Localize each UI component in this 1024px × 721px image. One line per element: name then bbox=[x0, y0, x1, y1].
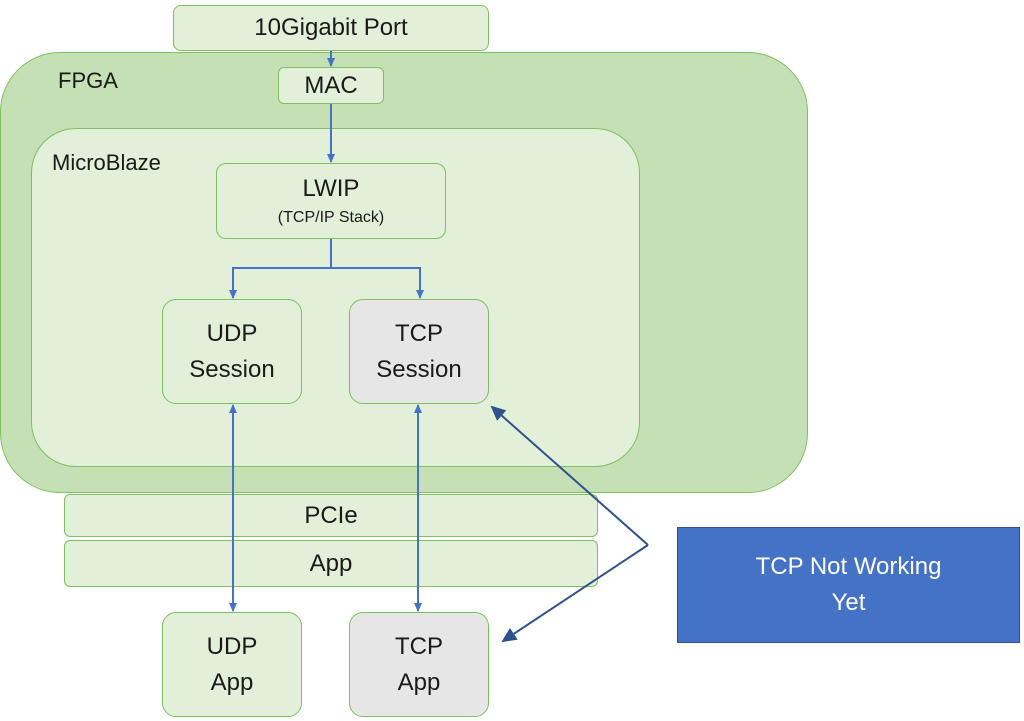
tcp-app-line2: App bbox=[397, 668, 441, 696]
callout-arrow-to-tcp-app bbox=[501, 544, 649, 643]
arrow-lwip-to-udp-session bbox=[229, 239, 332, 299]
ten-gigabit-port-box: 10Gigabit Port bbox=[173, 5, 489, 51]
udp-session-box: UDP Session bbox=[162, 299, 302, 404]
udp-app-line1: UDP bbox=[206, 632, 258, 660]
tcp-not-working-callout: TCP Not Working Yet bbox=[677, 527, 1020, 643]
callout-line2: Yet bbox=[831, 589, 866, 616]
app-bar: App bbox=[64, 540, 598, 587]
tcp-session-line2: Session bbox=[376, 355, 462, 383]
tcp-session-box: TCP Session bbox=[349, 299, 489, 404]
udp-app-box: UDP App bbox=[162, 612, 302, 717]
tcp-app-box: TCP App bbox=[349, 612, 489, 717]
tcp-session-line1: TCP bbox=[395, 319, 443, 347]
mac-box: MAC bbox=[278, 67, 384, 104]
arrow-lwip-to-tcp-session bbox=[331, 267, 424, 299]
ten-gigabit-port-label: 10Gigabit Port bbox=[254, 14, 408, 41]
lwip-box: LWIP (TCP/IP Stack) bbox=[216, 163, 446, 239]
tcp-app-line1: TCP bbox=[395, 632, 443, 660]
microblaze-label: MicroBlaze bbox=[52, 150, 161, 175]
lwip-label: LWIP bbox=[302, 175, 360, 202]
udp-session-line1: UDP bbox=[206, 319, 258, 347]
mac-label: MAC bbox=[304, 71, 358, 99]
callout-line1: TCP Not Working bbox=[755, 553, 942, 580]
pcie-label: PCIe bbox=[304, 501, 358, 529]
pcie-bar: PCIe bbox=[64, 494, 598, 537]
udp-session-line2: Session bbox=[189, 355, 275, 383]
lwip-sublabel: (TCP/IP Stack) bbox=[277, 209, 385, 226]
fpga-label: FPGA bbox=[58, 68, 118, 93]
udp-app-line2: App bbox=[210, 668, 254, 696]
callout-arrow-to-tcp-session bbox=[490, 405, 649, 546]
app-bar-label: App bbox=[309, 549, 353, 577]
